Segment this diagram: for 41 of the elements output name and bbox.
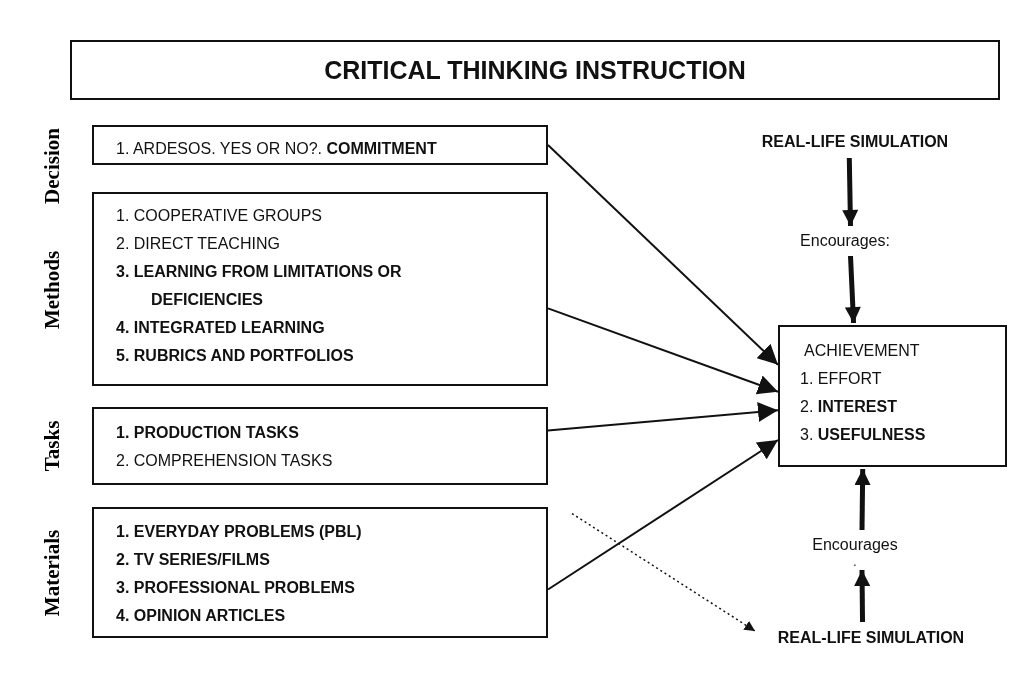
list-item: 1. EVERYDAY PROBLEMS (PBL) (115, 522, 363, 542)
list-item: 1. COOPERATIVE GROUPS (115, 206, 323, 226)
list-item: 3. USEFULNESS (799, 425, 927, 445)
list-item: 2. DIRECT TEACHING (115, 234, 281, 254)
list-item: 1. ARDESOS. YES OR NO?. COMMITMENT (115, 139, 438, 159)
list-item: 4. INTEGRATED LEARNING (115, 318, 326, 338)
list-item: 5. RUBRICS AND PORTFOLIOS (115, 346, 355, 366)
list-item: 2. INTEREST (799, 397, 898, 417)
category-label: Materials (39, 529, 65, 617)
list-item: 1. EFFORT (799, 369, 883, 389)
arrow (547, 402, 779, 432)
arrow (547, 307, 779, 395)
arrow (854, 569, 871, 623)
list-box (92, 407, 548, 485)
outcome-box (778, 325, 1007, 467)
box-heading: CRITICAL THINKING INSTRUCTION (323, 55, 747, 86)
arrow (571, 512, 756, 632)
arrow-label: Encourages: (799, 231, 891, 251)
title-box (70, 40, 1000, 100)
list-item: 2. COMPREHENSION TASKS (115, 451, 334, 471)
category-label: Tasks (39, 420, 65, 472)
arrow (547, 144, 779, 366)
category-label: Decision (39, 128, 65, 204)
arrow (547, 439, 779, 591)
list-box (92, 507, 548, 638)
list-box (92, 192, 548, 386)
simulation-label: REAL-LIFE SIMULATION (760, 132, 950, 152)
list-item: 1. PRODUCTION TASKS (115, 423, 300, 443)
arrow (842, 157, 859, 227)
dot-mark: . (852, 558, 858, 566)
arrow (854, 468, 871, 531)
category-label: Methods (39, 250, 65, 330)
arrow (844, 255, 861, 324)
simulation-label: REAL-LIFE SIMULATION (776, 628, 966, 648)
list-item: 2. TV SERIES/FILMS (115, 550, 271, 570)
list-item: 3. LEARNING FROM LIMITATIONS OR DEFICIENCIES (115, 262, 403, 310)
box-heading: ACHIEVEMENT (803, 341, 921, 361)
list-item: 3. PROFESSIONAL PROBLEMS (115, 578, 356, 598)
arrow-label: Encourages (811, 535, 899, 555)
list-box (92, 125, 548, 165)
list-item: 4. OPINION ARTICLES (115, 606, 287, 626)
